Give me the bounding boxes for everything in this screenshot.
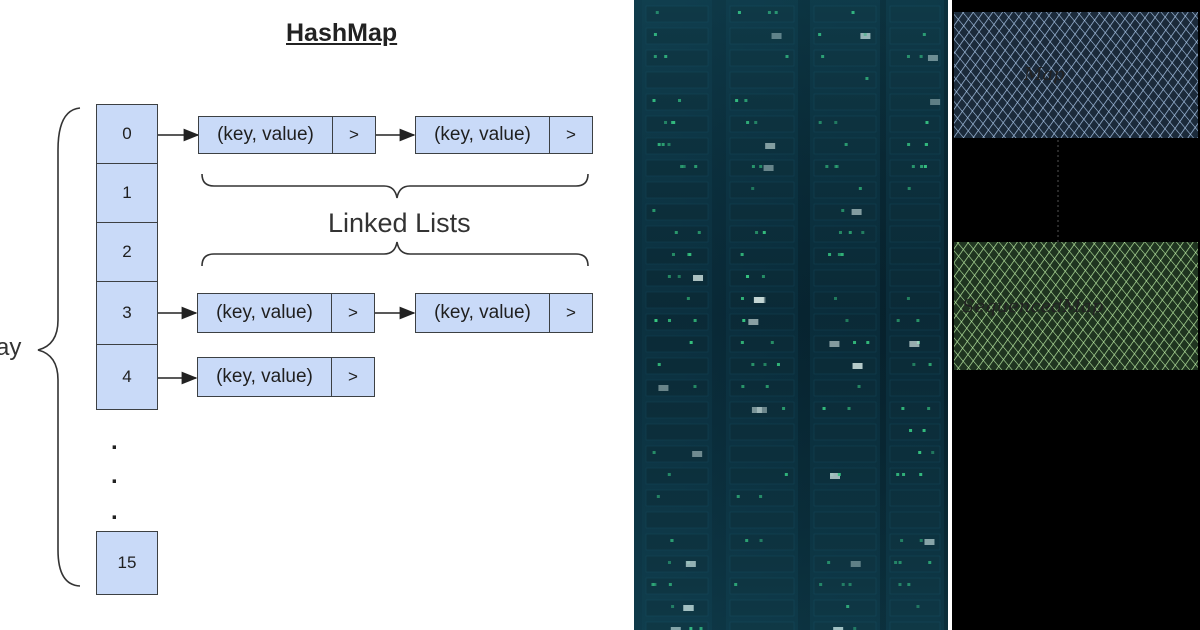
server-rack-photo — [634, 0, 948, 630]
node-key-value: (key, value) — [199, 117, 333, 153]
map-box — [954, 12, 1198, 138]
linked-list-node: (key, value) > — [197, 293, 375, 333]
node-pointer: > — [348, 367, 358, 386]
bucket-cell: 1 — [96, 163, 158, 223]
node-key-value: (key, value) — [416, 294, 550, 332]
sequenced-map-box — [954, 242, 1198, 370]
array-label: ay — [0, 334, 22, 361]
node-pointer: > — [349, 125, 359, 144]
array-brace — [37, 107, 81, 587]
server-rack-illustration — [634, 0, 948, 630]
node-pointer: > — [566, 125, 576, 144]
linked-list-node: (key, value) > — [415, 293, 593, 333]
bucket-cell: 2 — [96, 222, 158, 282]
linked-list-node: (key, value) > — [197, 357, 375, 397]
linked-lists-label: Linked Lists — [328, 208, 471, 238]
sketch-class-diagram: Map SequencedMap — [952, 0, 1200, 630]
node-pointer: > — [566, 303, 576, 322]
diagram-connectors — [37, 107, 589, 587]
hashmap-diagram: HashMap ay 0 1 2 3 4 . . . 15 (key, valu… — [0, 19, 593, 595]
linked-list-brace-bottom — [201, 241, 589, 267]
diagram-title: HashMap — [286, 19, 398, 47]
bucket-cell: 4 — [96, 344, 158, 410]
ellipsis-dot: . — [111, 462, 118, 489]
bucket-cell: 15 — [96, 531, 158, 595]
ellipsis-dot: . — [111, 498, 118, 525]
bucket-cell: 3 — [96, 281, 158, 345]
linked-list-brace-top — [201, 173, 589, 199]
node-key-value: (key, value) — [416, 117, 550, 153]
bucket-cell: 0 — [96, 104, 158, 164]
node-pointer: > — [348, 303, 358, 322]
ellipsis-dot: . — [111, 428, 118, 455]
node-key-value: (key, value) — [198, 294, 332, 332]
linked-list-node: (key, value) > — [198, 116, 376, 154]
sketch-svg — [954, 12, 1198, 370]
map-box-label: Map — [1024, 64, 1065, 85]
node-key-value: (key, value) — [198, 358, 332, 396]
sequenced-map-box-label: SequencedMap — [962, 296, 1104, 317]
linked-list-node: (key, value) > — [415, 116, 593, 154]
